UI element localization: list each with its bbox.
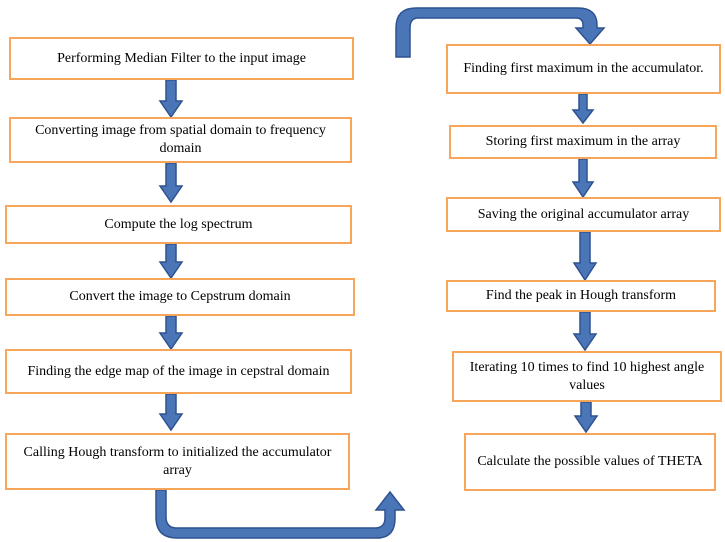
arrow-down-4 [158, 315, 184, 351]
bend-arrow-top [395, 7, 606, 58]
step-edge-map: Finding the edge map of the image in cep… [5, 349, 352, 394]
step-calculate-theta-label: Calculate the possible values of THETA [477, 454, 703, 469]
step-hough-init-label: Calling Hough transform to initialized t… [23, 444, 332, 478]
step-median-filter-label: Performing Median Filter to the input im… [57, 50, 306, 66]
arrow-down-9 [572, 311, 598, 352]
arrow-down-7 [571, 158, 595, 199]
step-store-maximum: Storing first maximum in the array [449, 125, 717, 159]
step-cepstrum-domain: Convert the image to Cepstrum domain [5, 278, 355, 316]
step-calculate-theta: Calculate the possible values of THETA [464, 433, 716, 491]
arrow-down-5 [158, 393, 184, 432]
step-iterate-label: Iterating 10 times to find 10 highest an… [469, 359, 705, 393]
arrow-down-3 [158, 243, 184, 280]
bend-arrow-bottom [155, 489, 406, 539]
step-median-filter: Performing Median Filter to the input im… [9, 37, 354, 80]
arrow-down-10 [573, 401, 599, 434]
step-find-peak: Find the peak in Hough transform [446, 280, 716, 312]
step-frequency-domain: Converting image from spatial domain to … [9, 117, 352, 163]
step-log-spectrum-label: Compute the log spectrum [104, 216, 253, 232]
arrow-down-1 [158, 79, 184, 119]
step-iterate: Iterating 10 times to find 10 highest an… [452, 351, 722, 402]
step-find-peak-label: Find the peak in Hough transform [485, 288, 677, 303]
step-first-maximum-label: Finding first maximum in the accumulator… [463, 61, 704, 76]
arrow-down-6 [571, 93, 595, 125]
step-frequency-domain-label: Converting image from spatial domain to … [35, 123, 326, 156]
step-save-accumulator-label: Saving the original accumulator array [477, 206, 690, 222]
step-log-spectrum: Compute the log spectrum [5, 205, 352, 244]
arrow-down-8 [572, 231, 598, 282]
step-cepstrum-domain-label: Convert the image to Cepstrum domain [69, 289, 291, 304]
arrow-down-2 [158, 162, 184, 204]
step-edge-map-label: Finding the edge map of the image in cep… [27, 363, 330, 379]
step-save-accumulator: Saving the original accumulator array [446, 197, 721, 232]
step-first-maximum: Finding first maximum in the accumulator… [446, 44, 721, 94]
step-store-maximum-label: Storing first maximum in the array [485, 134, 681, 149]
step-hough-init: Calling Hough transform to initialized t… [5, 433, 350, 490]
